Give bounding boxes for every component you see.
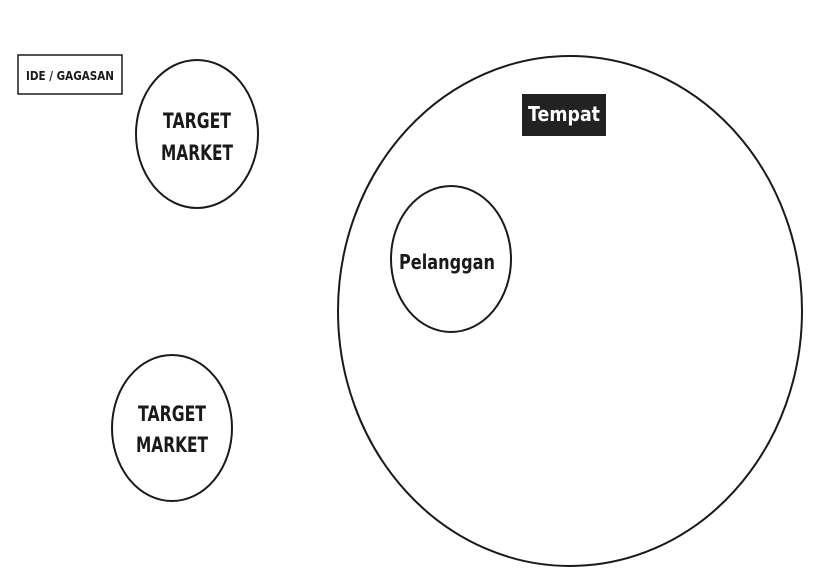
- idea-box: IDE / GAGASAN: [17, 54, 123, 95]
- target-market-top-line1: TARGET: [163, 109, 231, 133]
- target-market-bottom-line1: TARGET: [138, 402, 206, 426]
- target-market-top-ellipse: [135, 59, 259, 209]
- target-market-bottom-ellipse: [111, 354, 233, 502]
- customer-ellipse: [390, 185, 512, 333]
- place-ellipse: [337, 55, 803, 567]
- place-label-box: [522, 94, 606, 136]
- target-market-bottom-line2: MARKET: [136, 433, 208, 457]
- customer-label: Pelanggan: [399, 250, 495, 274]
- idea-box-frame: [17, 54, 123, 95]
- place-label: Tempat: [528, 102, 600, 126]
- idea-box-label: IDE / GAGASAN: [26, 68, 114, 83]
- target-market-node-bottom: TARGET MARKET: [111, 354, 233, 502]
- target-market-top-line2: MARKET: [161, 141, 233, 165]
- customer-node: Pelanggan: [390, 185, 512, 333]
- place-node: Tempat: [337, 55, 803, 567]
- target-market-node-top: TARGET MARKET: [135, 59, 259, 209]
